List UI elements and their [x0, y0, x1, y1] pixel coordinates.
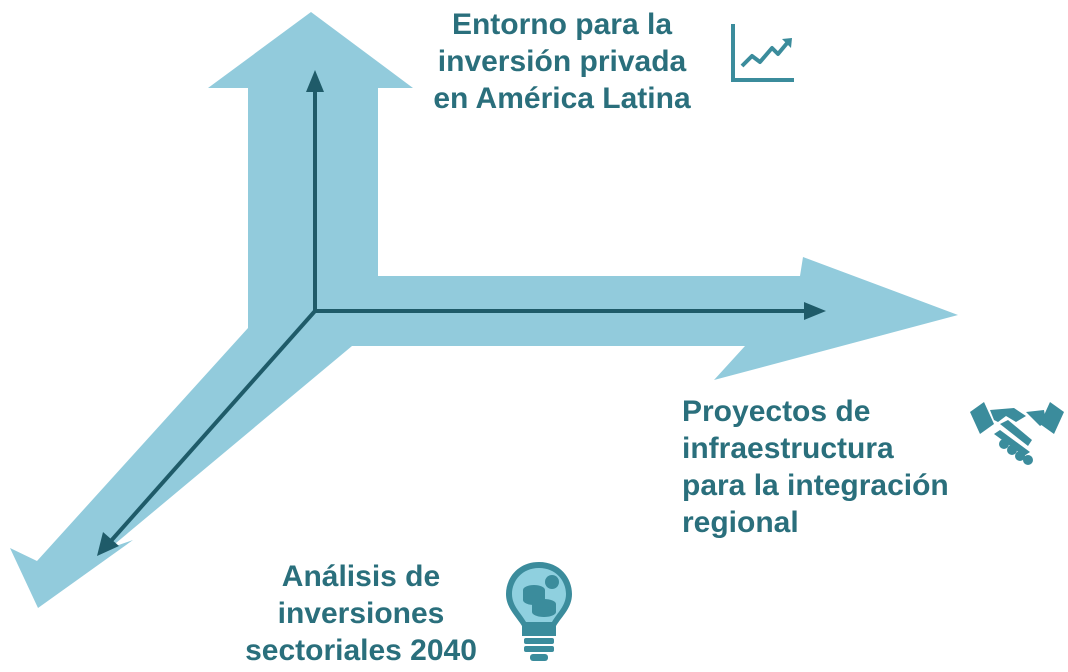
- label-private-investment-environment: Entorno para la inversión privada en Amé…: [392, 6, 732, 117]
- horizontal-axis-arrowhead: [804, 302, 826, 320]
- label-line: Entorno para la: [451, 8, 673, 41]
- trend-chart-icon: [731, 24, 794, 82]
- label-line: regional: [682, 506, 799, 539]
- diagonal-axis-arrowhead: [97, 532, 119, 556]
- label-line: infraestructura: [682, 432, 894, 465]
- diagonal-axis-line: [108, 309, 317, 544]
- label-line: inversión privada: [437, 45, 687, 78]
- label-line: Análisis de: [281, 560, 441, 593]
- handshake-icon: [970, 402, 1064, 465]
- vertical-axis-arrowhead: [306, 70, 324, 92]
- label-line: en América Latina: [433, 82, 691, 115]
- label-line: sectoriales 2040: [245, 634, 477, 667]
- label-line: inversiones: [277, 597, 445, 630]
- label-infrastructure-projects: Proyectos de infraestructura para la int…: [682, 393, 949, 541]
- label-line: para la integración: [682, 469, 949, 502]
- label-sectoral-investment-analysis: Análisis de inversiones sectoriales 2040: [196, 558, 526, 669]
- lightbulb-coins-icon: [506, 562, 572, 661]
- label-line: Proyectos de: [682, 395, 871, 428]
